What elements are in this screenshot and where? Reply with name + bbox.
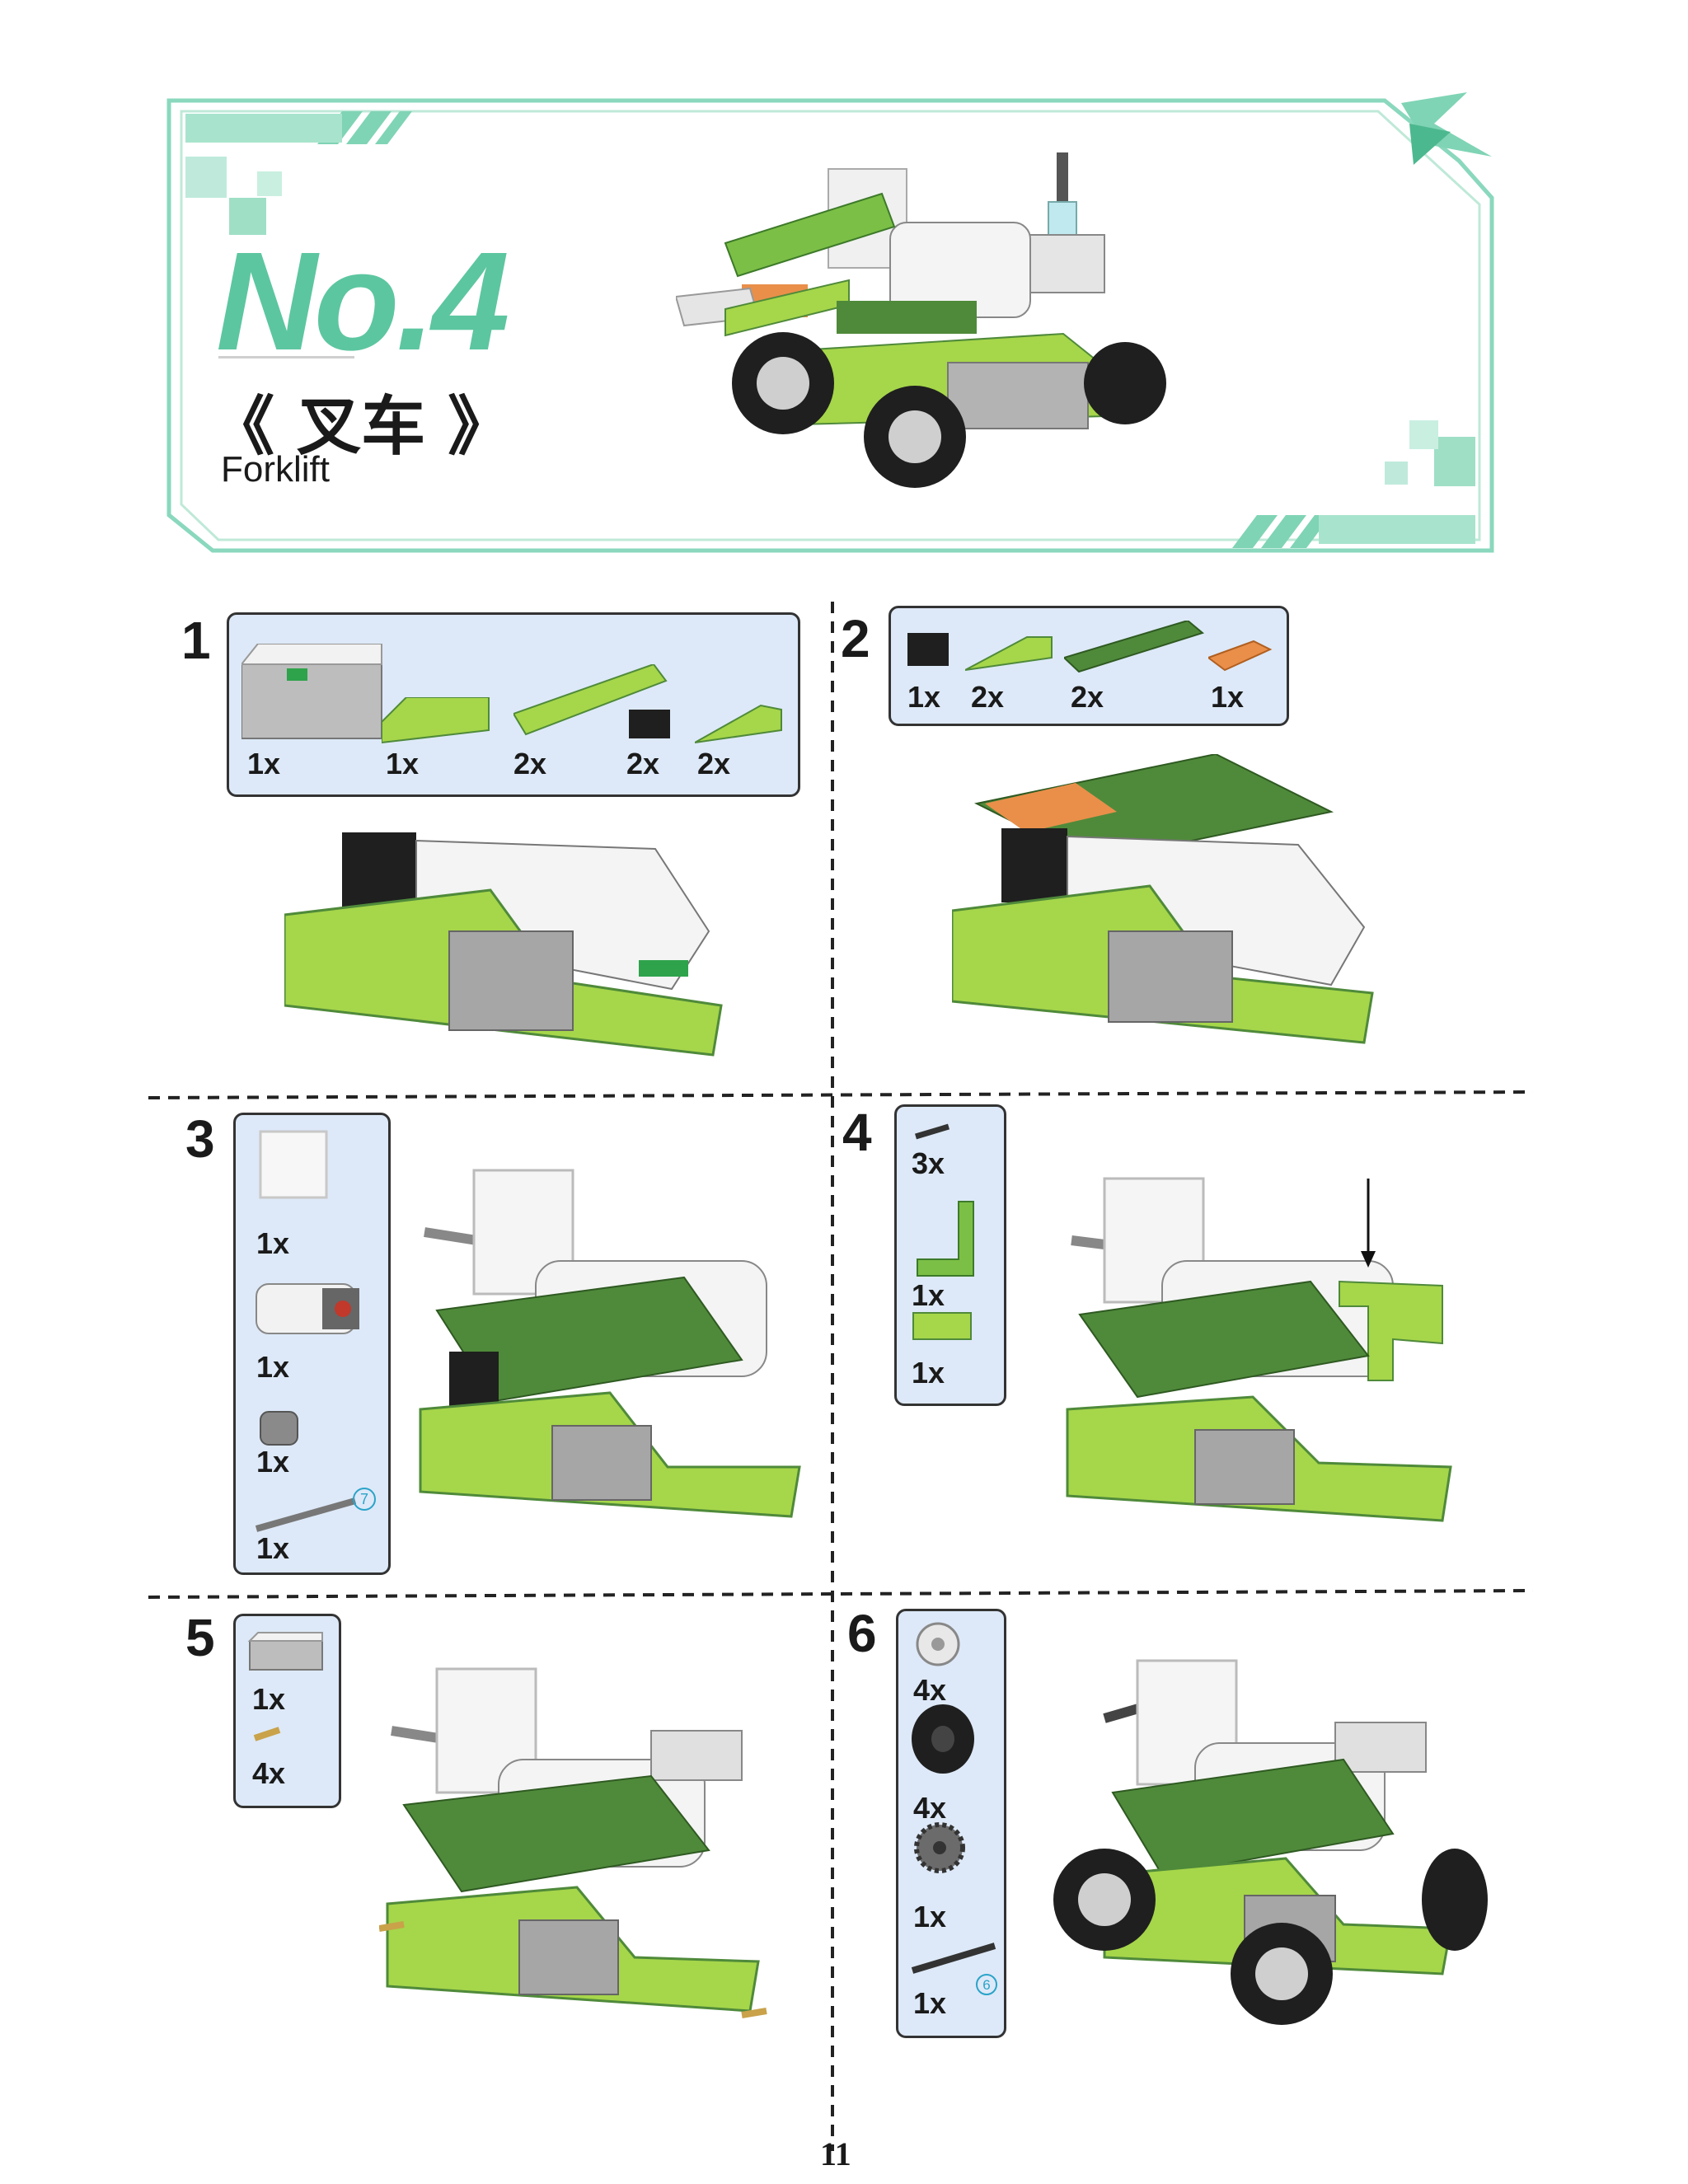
step-3-assembly-image bbox=[419, 1169, 801, 1518]
qty-label: 1x bbox=[913, 1986, 947, 2020]
step-2-number: 2 bbox=[841, 609, 870, 668]
black-brick-icon bbox=[907, 633, 949, 666]
page-number: 11 bbox=[820, 2135, 851, 2172]
qty-label: 1x bbox=[256, 1350, 290, 1384]
qty-label: 1x bbox=[913, 1900, 947, 1933]
qty-label: 1x bbox=[256, 1445, 290, 1479]
badge-6: 6 bbox=[976, 1974, 997, 1995]
qty-label: 1x bbox=[912, 1356, 945, 1390]
step-3-parts-panel: 7 1x 1x 1x 1x bbox=[233, 1113, 391, 1575]
model-title-cn: 《 叉车 》 bbox=[210, 390, 513, 464]
step-4-assembly-image bbox=[1066, 1177, 1452, 1522]
down-arrow-icon bbox=[1361, 1179, 1376, 1268]
curved-slope-icon bbox=[695, 704, 782, 743]
pin-icon bbox=[914, 1123, 950, 1140]
long-plate-icon bbox=[1064, 621, 1204, 673]
model-title-en: Forklift bbox=[221, 449, 330, 490]
axle-pin-icon bbox=[253, 1727, 281, 1741]
forklift-model-image bbox=[676, 152, 1166, 488]
qty-label: 1x bbox=[256, 1531, 290, 1565]
curved-slope-icon bbox=[965, 636, 1053, 671]
tire-icon bbox=[912, 1704, 974, 1774]
qty-label: 1x bbox=[907, 680, 941, 714]
step-5-parts-panel: 1x 4x bbox=[233, 1614, 341, 1808]
qty-label: 2x bbox=[513, 747, 547, 780]
gear-icon bbox=[914, 1822, 965, 1873]
step-6-number: 6 bbox=[847, 1604, 877, 1663]
step-1-parts-panel: 1x 1x 2x 2x 2x bbox=[227, 612, 800, 797]
worm-gear-icon bbox=[260, 1411, 298, 1446]
step-6-parts-panel: 6 4x 4x 1x 1x bbox=[896, 1609, 1006, 2038]
rim-icon bbox=[916, 1622, 960, 1666]
step-1-assembly-image bbox=[284, 832, 723, 1057]
header-frame bbox=[166, 92, 1494, 553]
technic-brick-icon bbox=[912, 1312, 972, 1340]
qty-label: 4x bbox=[913, 1673, 947, 1707]
qty-label: 3x bbox=[912, 1146, 945, 1180]
step-1-number: 1 bbox=[181, 611, 211, 670]
model-number: No.4 bbox=[216, 223, 509, 380]
qty-label: 1x bbox=[247, 747, 281, 780]
qty-label: 2x bbox=[626, 747, 660, 780]
qty-label: 1x bbox=[252, 1682, 286, 1716]
axle-icon bbox=[911, 1943, 996, 1974]
smarthub-brick-icon bbox=[241, 644, 382, 739]
step-3-number: 3 bbox=[185, 1109, 215, 1169]
step-6-assembly-image bbox=[1053, 1659, 1488, 2025]
badge-7: 7 bbox=[353, 1488, 376, 1511]
qty-label: 1x bbox=[912, 1278, 945, 1312]
title-underline bbox=[218, 356, 354, 359]
qty-label: 1x bbox=[256, 1226, 290, 1260]
axle-icon bbox=[255, 1497, 357, 1532]
svg-text:7: 7 bbox=[360, 1491, 368, 1507]
tilt-sensor-icon bbox=[247, 1632, 323, 1671]
step-5-number: 5 bbox=[185, 1608, 215, 1667]
qty-label: 1x bbox=[1211, 680, 1245, 714]
l-beam-icon bbox=[917, 1201, 974, 1277]
orange-plate-icon bbox=[1208, 640, 1273, 672]
black-brick-icon bbox=[629, 710, 670, 738]
transparent-box-icon bbox=[259, 1130, 328, 1199]
wedge-plate-icon bbox=[382, 697, 490, 744]
step-5-assembly-image bbox=[379, 1667, 767, 2018]
qty-label: 2x bbox=[697, 747, 731, 780]
qty-label: 2x bbox=[971, 680, 1005, 714]
step-4-number: 4 bbox=[842, 1103, 872, 1162]
step-2-parts-panel: 1x 2x 2x 1x bbox=[889, 606, 1289, 726]
step-2-assembly-image bbox=[952, 754, 1374, 1044]
step-4-parts-panel: 3x 1x 1x bbox=[894, 1104, 1006, 1406]
svg-text:6: 6 bbox=[982, 1977, 990, 1993]
qty-label: 2x bbox=[1071, 680, 1104, 714]
qty-label: 4x bbox=[913, 1791, 947, 1825]
technic-beam-icon bbox=[513, 664, 668, 736]
motor-icon bbox=[256, 1283, 359, 1334]
qty-label: 4x bbox=[252, 1756, 286, 1790]
qty-label: 1x bbox=[386, 747, 420, 780]
